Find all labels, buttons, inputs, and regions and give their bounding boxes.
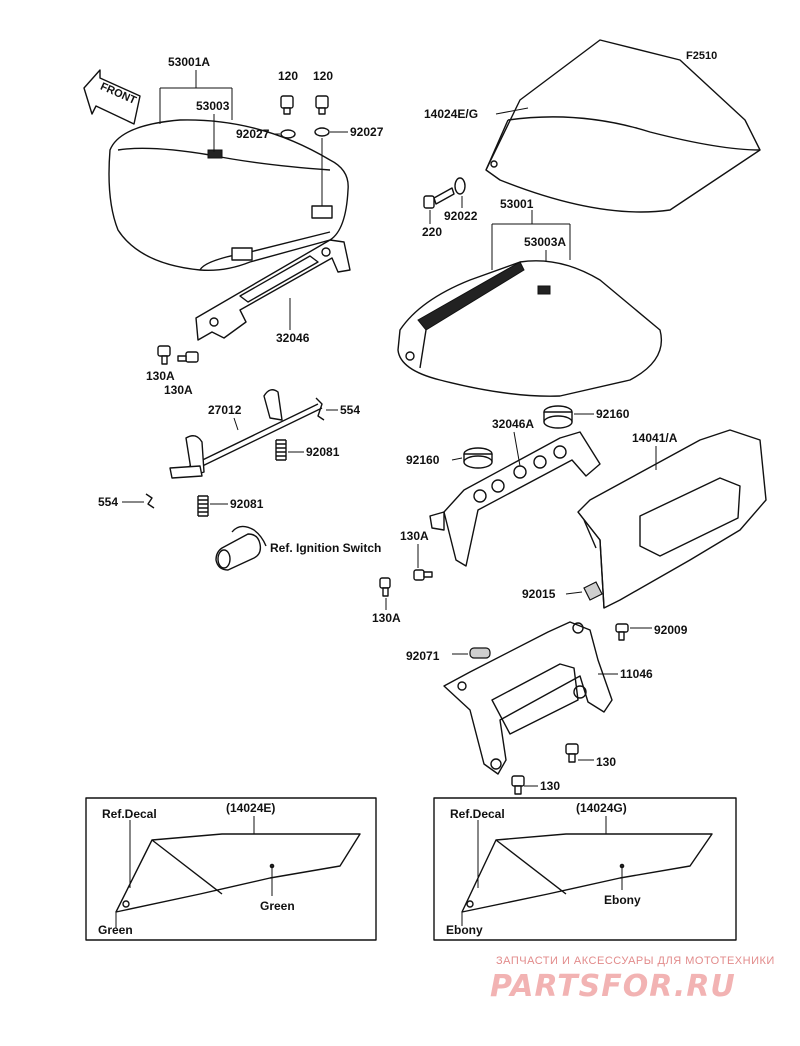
label-92160-1: 92160 bbox=[596, 407, 630, 421]
label-554-1: 554 bbox=[340, 403, 360, 417]
spring-92081-upper bbox=[275, 439, 287, 461]
label-130-1: 130 bbox=[596, 755, 616, 769]
bolt-120-right bbox=[315, 95, 329, 115]
label-53001A: 53001A bbox=[168, 55, 210, 69]
label-53003A: 53003A bbox=[524, 235, 566, 249]
ignition-switch bbox=[215, 525, 267, 571]
label-130-2: 130 bbox=[540, 779, 560, 793]
label-120a: 120 bbox=[278, 69, 298, 83]
bracket-32046A bbox=[429, 431, 601, 567]
label-92009: 92009 bbox=[654, 623, 688, 637]
watermark-tagline: ЗАПЧАСТИ И АКСЕССУАРЫ ДЛЯ МОТОТЕХНИКИ bbox=[496, 955, 775, 967]
decal-title-left: (14024E) bbox=[226, 801, 275, 815]
label-92022: 92022 bbox=[444, 209, 478, 223]
bolt-130A-left-1 bbox=[157, 345, 171, 365]
decal-color-left-corner: Green bbox=[98, 923, 133, 937]
label-130A-2: 130A bbox=[164, 383, 193, 397]
bolt-220 bbox=[423, 187, 455, 209]
decal-title-right: (14024G) bbox=[576, 801, 627, 815]
seat-53001A bbox=[108, 119, 349, 272]
bolt-130-lower bbox=[511, 775, 525, 795]
grommet-92160-lower bbox=[463, 447, 493, 469]
cover-14024EG bbox=[485, 39, 761, 213]
label-14041A: 14041/A bbox=[632, 431, 678, 445]
decal-color-right-main: Ebony bbox=[604, 893, 641, 907]
screw-92009 bbox=[615, 623, 629, 641]
seat-tab-53003 bbox=[207, 149, 223, 159]
decal-color-right-corner: Ebony bbox=[446, 923, 483, 937]
bolt-130A-right-2 bbox=[379, 577, 391, 597]
label-53001: 53001 bbox=[500, 197, 534, 211]
label-53003: 53003 bbox=[196, 99, 230, 113]
bolt-130A-right-1 bbox=[413, 569, 433, 581]
label-220: 220 bbox=[422, 225, 442, 239]
label-120b: 120 bbox=[313, 69, 333, 83]
seat-lock-27012 bbox=[169, 389, 325, 479]
pad-92071 bbox=[469, 647, 491, 659]
bolt-120-left bbox=[280, 95, 294, 115]
washer-92027-left bbox=[280, 129, 296, 139]
bolt-130-upper bbox=[565, 743, 579, 763]
front-arrow: FRONT bbox=[83, 69, 141, 125]
seat-53001 bbox=[397, 260, 662, 397]
label-92081-1: 92081 bbox=[306, 445, 340, 459]
label-27012: 27012 bbox=[208, 403, 242, 417]
clip-554-left bbox=[145, 493, 155, 509]
clip-92015 bbox=[583, 581, 603, 601]
cover-14041A bbox=[577, 429, 767, 609]
label-130A-1: 130A bbox=[146, 369, 175, 383]
label-32046A: 32046A bbox=[492, 417, 534, 431]
decal-ref-right: Ref.Decal bbox=[450, 807, 505, 821]
label-554-2: 554 bbox=[98, 495, 118, 509]
decal-color-left-main: Green bbox=[260, 899, 295, 913]
label-92027b: 92027 bbox=[350, 125, 384, 139]
figure-code: F2510 bbox=[686, 50, 717, 62]
grommet-92160-upper bbox=[543, 405, 573, 429]
decal-ref-left: Ref.Decal bbox=[102, 807, 157, 821]
decal-box-14024E bbox=[85, 797, 377, 941]
label-92071: 92071 bbox=[406, 649, 440, 663]
spring-92081-lower bbox=[197, 495, 209, 517]
watermark-brand: PARTSFOR.RU bbox=[490, 969, 736, 1004]
bracket-32046 bbox=[195, 239, 351, 341]
washer-92022 bbox=[454, 177, 466, 195]
bolt-130A-left-2 bbox=[177, 351, 199, 363]
bracket-11046 bbox=[443, 621, 613, 775]
washer-92027-right bbox=[314, 127, 330, 137]
label-92160-2: 92160 bbox=[406, 453, 440, 467]
label-92027a: 92027 bbox=[236, 127, 270, 141]
label-11046: 11046 bbox=[620, 667, 653, 681]
label-130A-4: 130A bbox=[372, 611, 401, 625]
seat-tab-53003A bbox=[537, 285, 551, 295]
label-14024EG: 14024E/G bbox=[424, 107, 478, 121]
label-130A-3: 130A bbox=[400, 529, 429, 543]
label-ref-ignition: Ref. Ignition Switch bbox=[270, 541, 381, 555]
label-92081-2: 92081 bbox=[230, 497, 264, 511]
label-92015: 92015 bbox=[522, 587, 556, 601]
decal-box-14024G bbox=[433, 797, 737, 941]
label-32046: 32046 bbox=[276, 331, 310, 345]
